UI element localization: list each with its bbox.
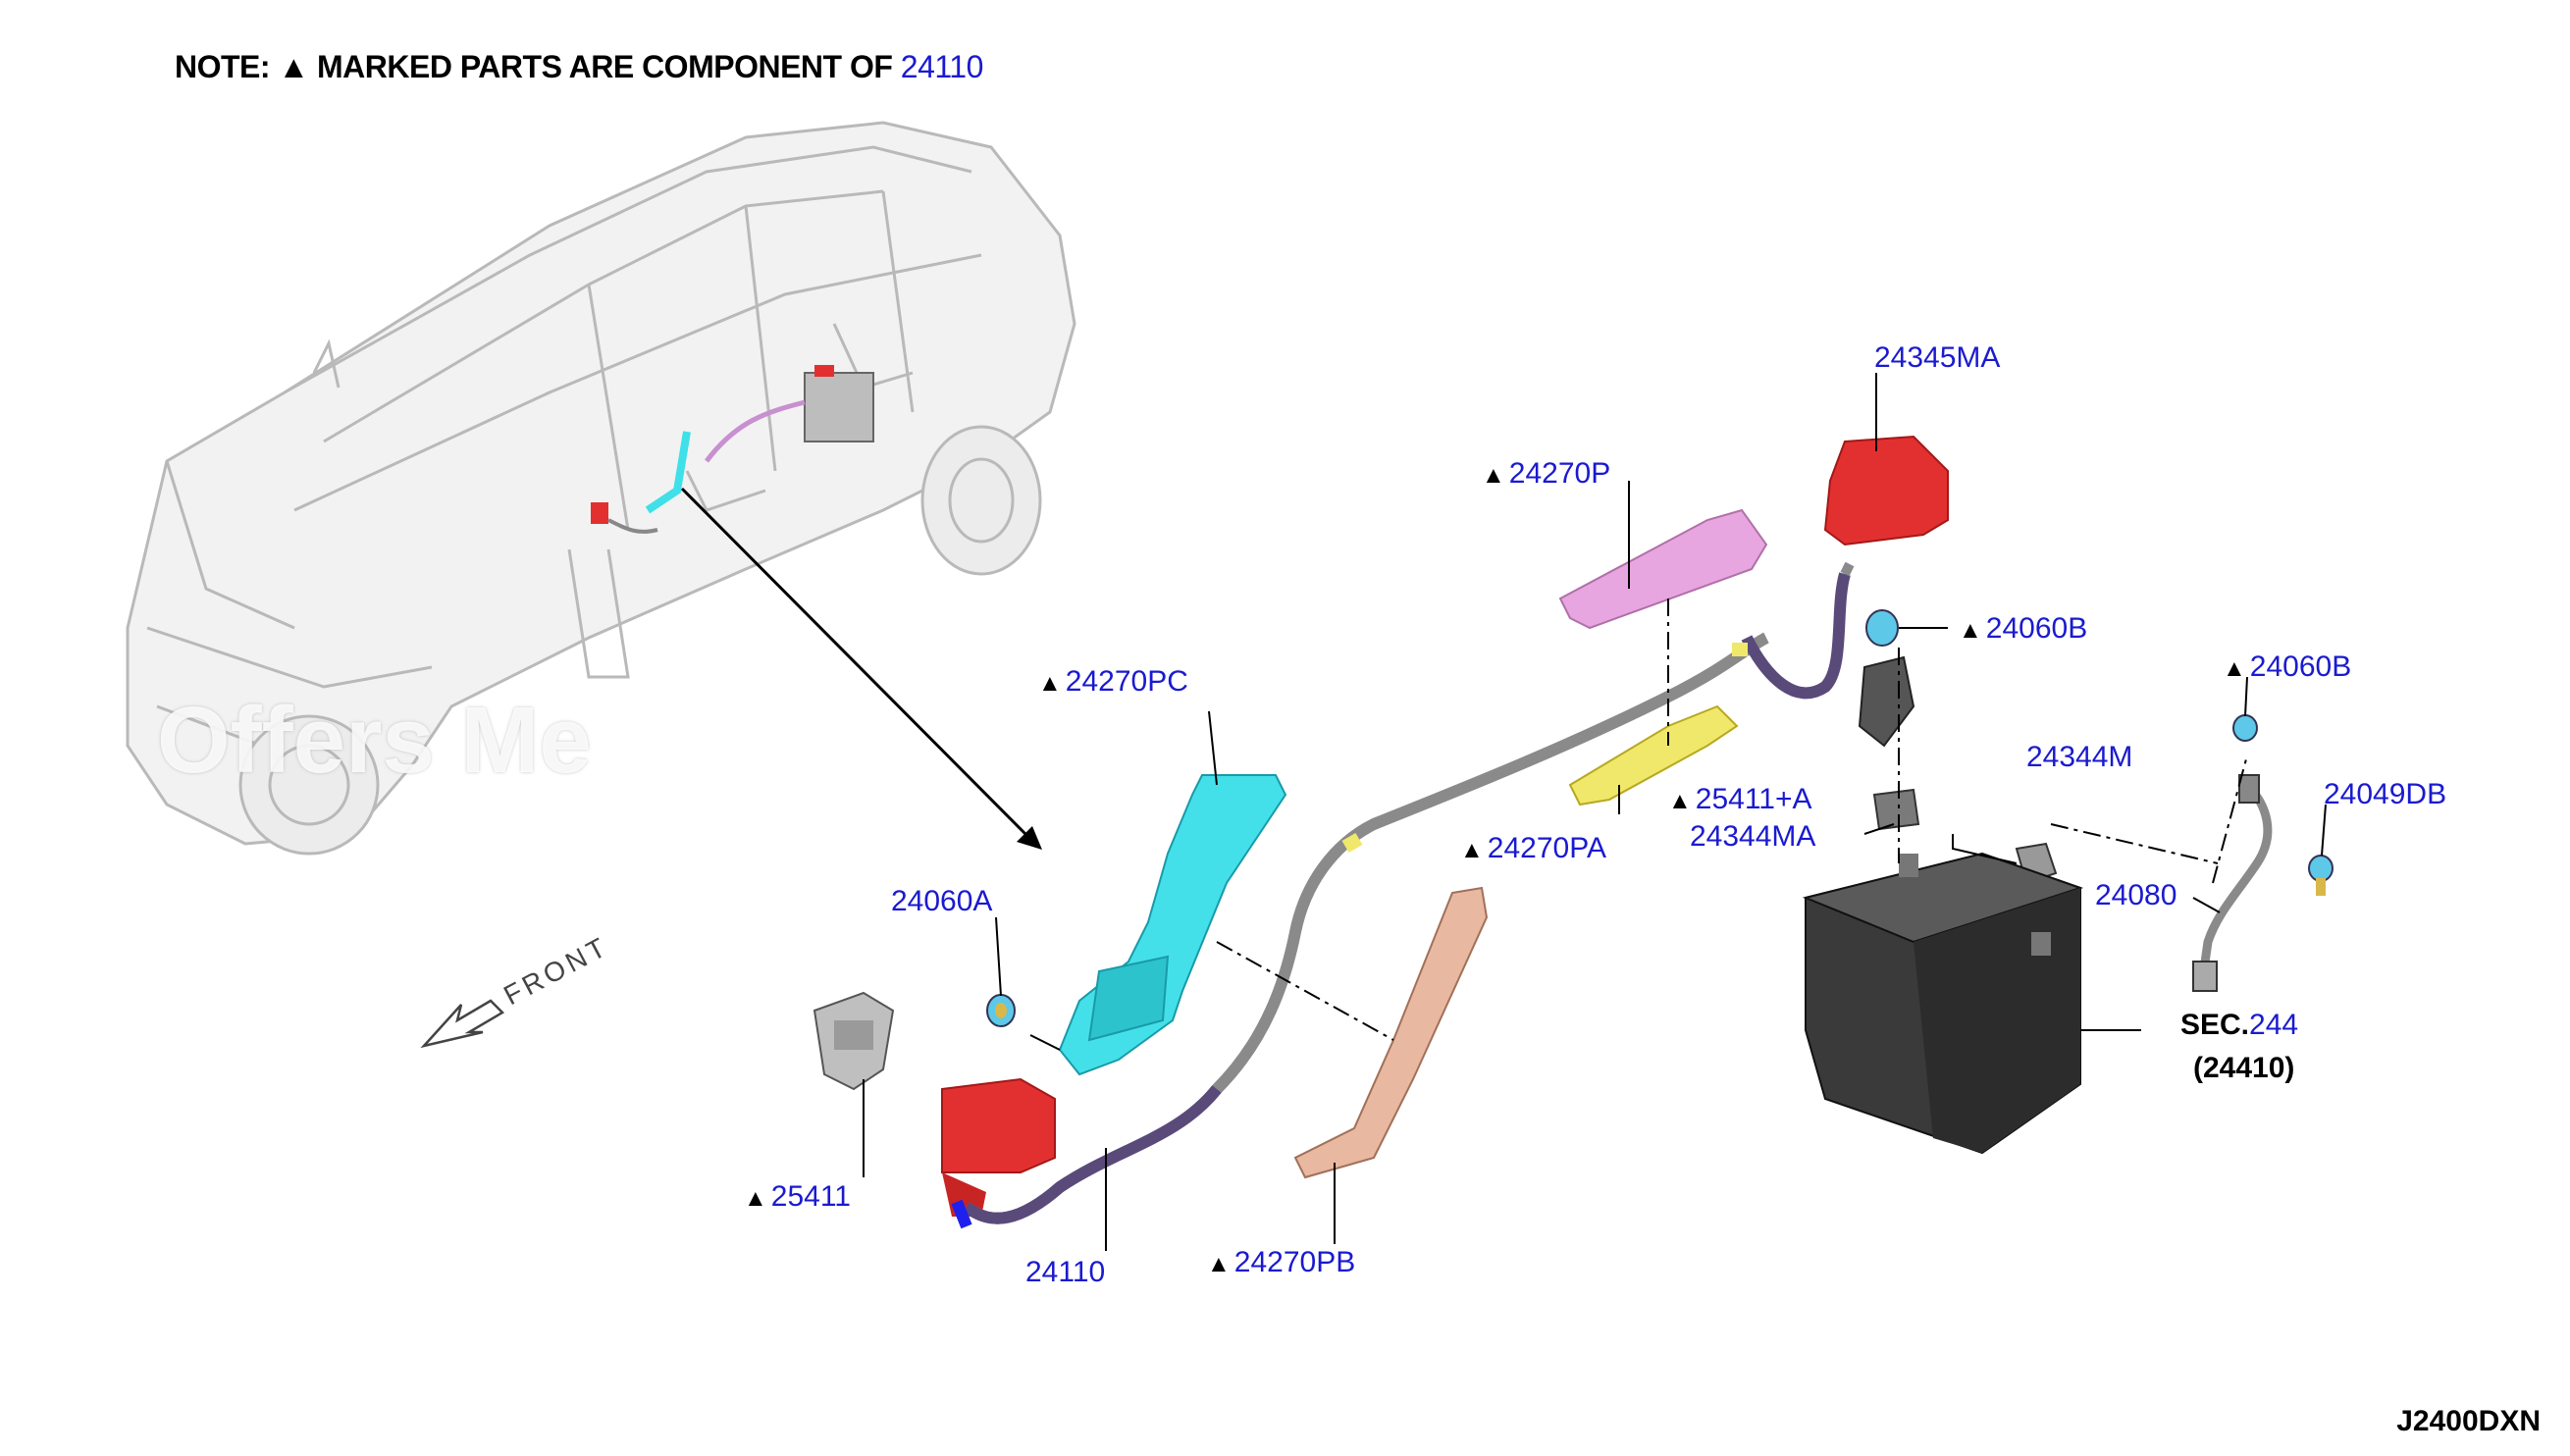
- label-24344M[interactable]: 24344M: [2026, 741, 2133, 773]
- part-24060B-nut: [1865, 609, 1899, 647]
- cable-clip-yellow-2: [1732, 643, 1748, 656]
- label-24345MA[interactable]: 24345MA: [1874, 341, 2001, 374]
- part-24110-cable: [951, 561, 1855, 1229]
- part-25411-bracket: [813, 991, 895, 1091]
- label-24060B-right[interactable]: ▲24060B: [2223, 650, 2352, 683]
- label-24060A[interactable]: 24060A: [891, 885, 993, 917]
- part-24345MA-cover: [1823, 435, 1949, 546]
- note-ref-link[interactable]: 24110: [900, 49, 984, 84]
- label-25411[interactable]: ▲25411: [744, 1180, 851, 1213]
- label-25411A[interactable]: ▲25411+A: [1668, 783, 1812, 815]
- vehicle-parts-inset: [591, 365, 874, 534]
- part-24060A-nut: [986, 994, 1016, 1027]
- label-24270PB[interactable]: ▲24270PB: [1207, 1246, 1356, 1278]
- part-24270PB-strap: [1293, 886, 1489, 1179]
- leader-lines: [863, 373, 2327, 1251]
- part-red-terminal-left: [941, 1077, 1056, 1217]
- label-24270P[interactable]: ▲24270P: [1482, 457, 1611, 490]
- label-24270PC[interactable]: ▲24270PC: [1038, 665, 1188, 698]
- label-24060B-upper[interactable]: ▲24060B: [1959, 612, 2088, 645]
- diagram-code: J2400DXN: [2396, 1405, 2541, 1437]
- part-24080-cable: [2192, 774, 2273, 992]
- part-24270P-bracket: [1558, 508, 1768, 630]
- label-24110[interactable]: 24110: [1025, 1256, 1106, 1288]
- front-arrow: [420, 999, 505, 1049]
- watermark: Offers Me: [157, 688, 592, 793]
- centre-lines: [1216, 598, 2248, 1041]
- diagram-note: NOTE: ▲ MARKED PARTS ARE COMPONENT OF 24…: [175, 49, 983, 85]
- label-24344MA[interactable]: 24344MA: [1690, 820, 1816, 853]
- part-24060B-nut-2: [2232, 714, 2258, 742]
- label-24270PA[interactable]: ▲24270PA: [1460, 832, 1606, 864]
- label-24080[interactable]: 24080: [2095, 879, 2177, 911]
- part-24344MA-terminal: [1858, 655, 1920, 831]
- zoom-arrow: [680, 487, 1042, 850]
- label-24049DB[interactable]: 24049DB: [2324, 778, 2447, 810]
- battery: [1802, 852, 2084, 1155]
- part-24270PC-bracket: [1058, 774, 1287, 1076]
- note-text: NOTE: ▲ MARKED PARTS ARE COMPONENT OF: [175, 49, 893, 84]
- cable-clip-yellow: [1341, 832, 1363, 854]
- part-24049DB-bolt: [2308, 855, 2334, 896]
- vehicle-illustration: [126, 121, 1076, 856]
- label-sec-244[interactable]: SEC.244: [2180, 1009, 2299, 1041]
- label-sec-24410: (24410): [2193, 1052, 2295, 1084]
- part-24270PA-bracket: [1568, 704, 1739, 806]
- front-label: FRONT: [498, 930, 613, 1011]
